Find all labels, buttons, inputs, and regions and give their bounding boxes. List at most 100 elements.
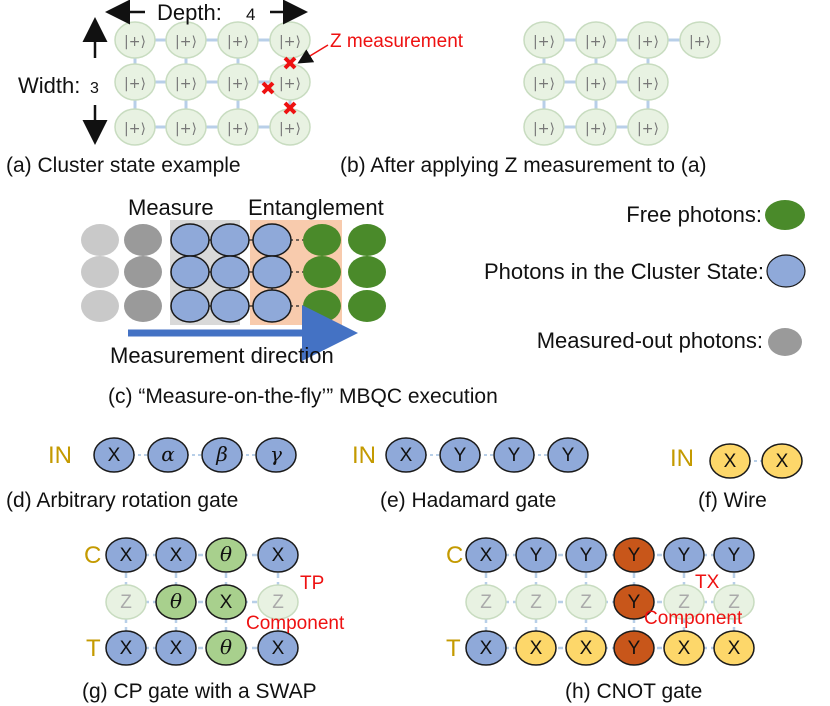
node-shape bbox=[385, 437, 427, 473]
node-label: θ bbox=[220, 542, 232, 566]
node-label: |+⟩ bbox=[175, 76, 197, 92]
node-label: θ bbox=[170, 589, 182, 613]
node-shape bbox=[679, 21, 721, 59]
cross-stroke bbox=[283, 56, 297, 70]
node-label: X bbox=[220, 592, 233, 613]
node-shape bbox=[81, 290, 119, 322]
node-shape bbox=[663, 630, 705, 666]
node-shape bbox=[252, 289, 292, 323]
node-label: θ bbox=[220, 635, 232, 659]
panel-c: Measure Entanglement Measurement directi… bbox=[81, 195, 498, 408]
node-label: X bbox=[776, 451, 789, 472]
gate-photon: X bbox=[93, 437, 135, 473]
cluster-photon bbox=[252, 289, 292, 323]
gate-photon: Y bbox=[493, 437, 535, 473]
gate-photon: θ bbox=[155, 584, 197, 620]
cross-stroke bbox=[261, 81, 275, 95]
node-label: Y bbox=[728, 545, 741, 566]
node-shape bbox=[210, 289, 250, 323]
measured-photon bbox=[124, 290, 162, 322]
tp-label-line1: TP bbox=[300, 573, 324, 594]
z-cross-icon bbox=[283, 56, 297, 70]
node-shape bbox=[348, 256, 386, 288]
cluster-photon: |+⟩ bbox=[217, 21, 259, 59]
node-shape bbox=[523, 63, 565, 101]
node-label: |+⟩ bbox=[533, 76, 555, 92]
node-label: Z bbox=[120, 592, 132, 613]
node-label: X bbox=[580, 638, 593, 659]
cluster-photon bbox=[252, 255, 292, 289]
node-shape bbox=[709, 443, 751, 479]
cluster-photon: |+⟩ bbox=[269, 108, 311, 146]
gate-photon: X bbox=[205, 584, 247, 620]
node-label: X bbox=[400, 445, 413, 466]
cluster-photon bbox=[170, 255, 210, 289]
node-shape bbox=[165, 63, 207, 101]
node-label: |+⟩ bbox=[124, 34, 146, 50]
measured-photon bbox=[81, 256, 119, 288]
node-label: Y bbox=[628, 545, 641, 566]
gate-photon: X bbox=[105, 630, 147, 666]
node-shape bbox=[575, 63, 617, 101]
node-label: |+⟩ bbox=[227, 76, 249, 92]
cluster-photon: |+⟩ bbox=[114, 108, 156, 146]
node-label: |+⟩ bbox=[585, 121, 607, 137]
panel-b-edges bbox=[542, 38, 700, 129]
node-label: Y bbox=[628, 592, 641, 613]
node-shape bbox=[547, 437, 589, 473]
gate-photon: X bbox=[385, 437, 427, 473]
node-shape bbox=[627, 63, 669, 101]
node-label: X bbox=[678, 638, 691, 659]
node-shape bbox=[303, 290, 341, 322]
caption-g: (g) CP gate with a SWAP bbox=[82, 680, 317, 703]
gate-photon: Y bbox=[565, 537, 607, 573]
node-shape bbox=[515, 584, 557, 620]
node-shape bbox=[515, 537, 557, 573]
caption-c: (c) “Measure-on-the-fly’” MBQC execution bbox=[108, 385, 498, 408]
node-shape bbox=[105, 630, 147, 666]
z-measurement-markers bbox=[261, 56, 297, 115]
legend-measured-label: Measured-out photons: bbox=[537, 328, 763, 353]
free-photon bbox=[348, 256, 386, 288]
node-shape bbox=[124, 224, 162, 256]
node-shape bbox=[205, 630, 247, 666]
node-label: Z bbox=[728, 592, 740, 613]
unused-photon: Z bbox=[105, 584, 147, 620]
node-label: |+⟩ bbox=[533, 34, 555, 50]
node-label: Y bbox=[508, 445, 521, 466]
node-shape bbox=[761, 443, 803, 479]
node-shape bbox=[155, 537, 197, 573]
node-label: X bbox=[120, 545, 133, 566]
node-label: |+⟩ bbox=[585, 34, 607, 50]
node-shape bbox=[713, 537, 755, 573]
caption-h: (h) CNOT gate bbox=[565, 680, 702, 703]
free-photon bbox=[348, 290, 386, 322]
control-label-h: C bbox=[446, 542, 463, 569]
node-shape bbox=[303, 256, 341, 288]
measured-photon bbox=[81, 290, 119, 322]
node-label: X bbox=[480, 638, 493, 659]
node-label: X bbox=[108, 445, 121, 466]
legend-cluster-label: Photons in the Cluster State: bbox=[484, 259, 764, 284]
panel-b-nodes: |+⟩|+⟩|+⟩|+⟩|+⟩|+⟩|+⟩|+⟩|+⟩|+⟩ bbox=[523, 21, 721, 146]
cross-stroke bbox=[283, 101, 297, 115]
node-label: |+⟩ bbox=[175, 121, 197, 137]
node-label: |+⟩ bbox=[175, 34, 197, 50]
caption-a: (a) Cluster state example bbox=[6, 154, 241, 177]
width-value: 3 bbox=[90, 80, 99, 97]
caption-e: (e) Hadamard gate bbox=[380, 489, 556, 512]
node-shape bbox=[713, 584, 755, 620]
measured-photon bbox=[81, 224, 119, 256]
node-shape bbox=[565, 537, 607, 573]
gate-photon: θ bbox=[205, 630, 247, 666]
legend-free-label: Free photons: bbox=[626, 202, 762, 227]
gate-photon: γ bbox=[255, 437, 297, 473]
gate-photon: X bbox=[465, 537, 507, 573]
node-shape bbox=[124, 290, 162, 322]
node-shape bbox=[348, 290, 386, 322]
gate-photon: Y bbox=[713, 537, 755, 573]
